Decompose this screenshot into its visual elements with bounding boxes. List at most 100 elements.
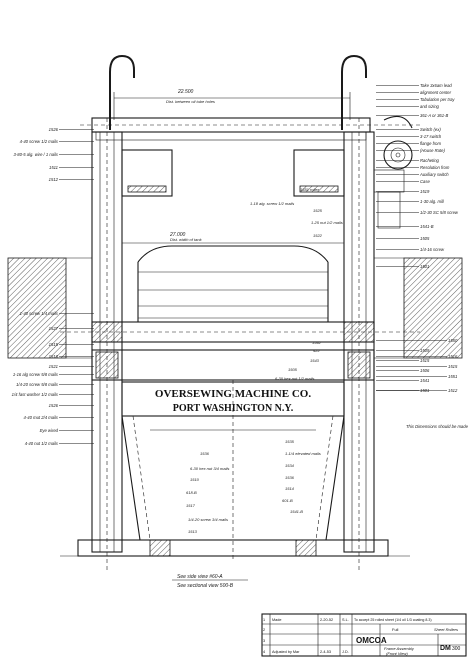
- right-callout-label: alignment center: [420, 90, 452, 95]
- left-callout-label: 1527: [49, 326, 59, 331]
- right-callout-label: 1/4-16 screw: [420, 247, 445, 252]
- center-callout-label: 1-18 alg. screw 1/2 mails: [250, 201, 294, 206]
- right-callout-label: Resolution from: [420, 165, 450, 170]
- right-lower-callout-label: 1512: [448, 388, 458, 393]
- center-callout-label: 6-30 hex nut 1/2 mails: [275, 376, 314, 381]
- left-callout-label: 1515: [49, 342, 59, 347]
- title-small: Sheet Rollers: [434, 627, 458, 632]
- right-callout-label: Auxiliary switch: [419, 172, 449, 177]
- center-callout-label: 1-25 nut 1/2 mails: [311, 220, 343, 225]
- left-callout-label: 1/4 fast washer 1/2 mails: [12, 392, 59, 397]
- center-callout-label: 1517: [186, 503, 196, 508]
- title-block: To accept 25 rolled sheet (1/4 oil 1/3 c…: [261, 613, 467, 657]
- scale-value: Full: [392, 627, 399, 632]
- left-callout-label: 1/4-20 screw 5/8 mails: [16, 382, 59, 387]
- right-callout-label: Tabulation per tray: [420, 97, 455, 102]
- center-callout-label: 1522: [313, 233, 323, 238]
- top-dimension: 22.500 Dist. between oil tube holes: [113, 89, 351, 120]
- center-callout-label: 1534: [285, 463, 295, 468]
- center-callout-label: 1541-B: [290, 509, 303, 514]
- dm-number: 300: [452, 646, 461, 652]
- left-callout-label: 3-80-5 alg. wire / 1 nails: [14, 152, 59, 157]
- center-callout-label: 422: [313, 348, 320, 353]
- lifting-hooks: [109, 54, 367, 130]
- left-callout-label: Eye wired: [40, 428, 59, 433]
- drawing-title: Frame Assembly: [384, 646, 415, 651]
- note-see-side: See side view #60-A: [177, 574, 223, 580]
- side-plates: [7, 257, 463, 359]
- revision-date: 2-20-52: [320, 618, 333, 622]
- revision-desc: Adjusted by Mar: [272, 650, 300, 654]
- center-callout-label: 1-1/4 elevated mails: [285, 451, 321, 456]
- right-callout-label: 1501: [420, 264, 429, 269]
- width-dimension: 27.000 Dist. width of tank: [122, 232, 344, 244]
- left-callout-label: 4-40 mut 2/4 mails: [24, 415, 59, 420]
- center-callout-label: 1543: [310, 358, 320, 363]
- right-callout-label: 1505: [420, 236, 430, 241]
- left-callout-label: 1526: [49, 127, 59, 132]
- dim-width-note: Dist. width of tank: [170, 237, 203, 242]
- left-callouts: 1526 4-40 screw 1/2 mails 3-80-5 alg. wire…: [12, 127, 94, 446]
- center-callout-label: 1542: [312, 340, 322, 345]
- right-callout-label: and sizing: [420, 104, 440, 109]
- right-callout-label: Take 3x6am lead: [420, 83, 452, 88]
- right-callout-label: 1509: [420, 348, 430, 353]
- dim-width-value: 27.000: [169, 232, 186, 238]
- left-callout-label: 1-40 screw 1/4 mails: [20, 311, 59, 316]
- left-callout-label: 1521: [49, 364, 58, 369]
- right-callout-label: 1506: [420, 368, 430, 373]
- left-callout-label: 4-40 nut 1/2 mails: [25, 441, 59, 446]
- center-callout-label: 1551 roller: [300, 187, 320, 192]
- right-callout-label: 1/2-30 SC 5/8 screw: [420, 210, 459, 215]
- revision-by: J.D.: [342, 650, 349, 654]
- right-callout-label: 361-A or 361-B: [420, 113, 448, 118]
- center-callout-label: 6-30 hex nut 3/4 mails: [190, 466, 229, 471]
- right-callout-label: flange from: [420, 141, 441, 146]
- right-lower-callout-label: 1516: [448, 354, 458, 359]
- note-dimensions: This Dimensions should be made: [406, 424, 469, 429]
- right-callout-label: 1-30 alg. mill: [420, 199, 445, 204]
- center-callout-label: 1513: [188, 529, 198, 534]
- left-callout-label: 4-40 screw 1/2 mails: [20, 139, 59, 144]
- drawing-subtitle: (Front View): [386, 651, 408, 656]
- revision-mark: 2: [263, 628, 265, 632]
- center-callout-label: 1510: [190, 477, 200, 482]
- center-callout-label: 1536: [285, 475, 295, 480]
- center-callout-label: 618-B: [186, 490, 197, 495]
- center-callout-label: 1525: [313, 208, 323, 213]
- center-callout-label: 1514: [285, 486, 295, 491]
- right-callout-label: 1541: [420, 378, 429, 383]
- center-callout-label: 1/4-20 screw 3/4 mails: [188, 517, 228, 522]
- company-name: OMCOA: [356, 636, 387, 645]
- left-callout-label: 1512: [49, 177, 59, 182]
- right-callout-label: 3-17 switch: [420, 134, 442, 139]
- right-lower-callout-label: 1515: [448, 364, 458, 369]
- note-see-section: See sectional view 500-B: [177, 583, 234, 589]
- right-callouts: Take 3x6am lead alignment centerTabulatio…: [376, 83, 459, 393]
- left-callout-label: 1511: [49, 165, 58, 170]
- approval-note: To accept 25 rolled sheet (1/4 oil 1/3 c…: [354, 618, 432, 622]
- center-callouts: 1551 roller 1525 1-25 nut 1/2 mails 1522 1-1…: [186, 187, 343, 534]
- left-callout-label: 1-16 alg screw 5/8 mails: [13, 372, 59, 377]
- tank-body: [137, 245, 329, 322]
- revision-desc: Made: [272, 618, 282, 622]
- bottom-notes: See side view #60-A See sectional view 5…: [172, 424, 469, 589]
- right-callout-label: 1515: [420, 358, 430, 363]
- center-callout-label: 601-B: [282, 498, 293, 503]
- dim-top-value: 22.500: [177, 89, 194, 95]
- right-callout-label: 1519: [420, 189, 430, 194]
- revision-by: S.L.: [342, 618, 349, 622]
- right-callout-label: 1541-B: [420, 224, 434, 229]
- lower-frame: [60, 380, 410, 560]
- mid-cross-members: [60, 321, 420, 381]
- revision-date: 2-4-53: [320, 650, 331, 654]
- dim-top-note: Dist. between oil tube holes: [166, 99, 215, 104]
- revision-mark: 1: [263, 618, 265, 622]
- switch-assembly: [373, 115, 413, 229]
- right-callout-label: Racheting: [420, 158, 440, 163]
- center-callout-label: 1536: [200, 451, 210, 456]
- dm-label: DM: [440, 645, 451, 652]
